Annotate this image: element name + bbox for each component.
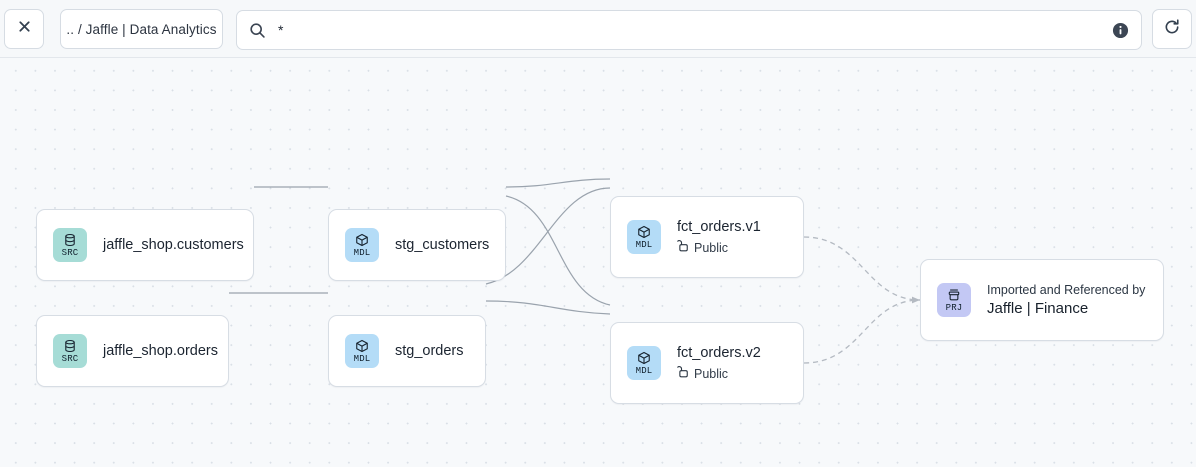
refresh-icon [1163, 18, 1181, 41]
badge-src-label: SRC [61, 353, 79, 364]
badge-mdl: MDL [627, 220, 661, 254]
edge-arrowhead [912, 296, 920, 304]
node-body: Imported and Referenced by Jaffle | Fina… [987, 282, 1145, 319]
edge-fct-v1-prj [803, 236, 921, 301]
badge-mdl: MDL [345, 334, 379, 368]
node-title: Jaffle | Finance [987, 299, 1089, 317]
cube-icon [355, 339, 369, 354]
node-title: stg_customers [395, 237, 490, 253]
node-title: fct_orders.v2 [677, 345, 761, 361]
edge-fct-v2-prj [803, 299, 921, 364]
project-icon [947, 288, 961, 303]
node-title: jaffle_shop.orders [103, 343, 219, 359]
node-fct-orders-v2[interactable]: MDL fct_orders.v2 Public [610, 322, 804, 404]
node-access-label: Public [694, 366, 729, 381]
node-src-orders[interactable]: SRC jaffle_shop.orders [36, 315, 229, 387]
badge-mdl-label: MDL [635, 365, 653, 376]
cube-icon [637, 225, 651, 240]
cube-icon [355, 233, 369, 248]
badge-src: SRC [53, 228, 87, 262]
badge-prj: PRJ [937, 283, 971, 317]
node-src-customers[interactable]: SRC jaffle_shop.customers [36, 209, 254, 281]
node-stg-customers[interactable]: MDL stg_customers [328, 209, 506, 281]
badge-prj-label: PRJ [945, 302, 963, 313]
badge-mdl: MDL [345, 228, 379, 262]
node-body: jaffle_shop.customers [103, 236, 244, 254]
unlock-icon [677, 365, 689, 382]
edge-stg-orders-fct-v2 [485, 300, 611, 315]
breadcrumb-label: .. / Jaffle | Data Analytics [66, 21, 217, 37]
node-stg-orders[interactable]: MDL stg_orders [328, 315, 486, 387]
refresh-button[interactable] [1152, 9, 1192, 49]
node-access: Public [677, 239, 761, 256]
node-body: fct_orders.v1 Public [677, 218, 761, 256]
database-icon [63, 233, 77, 248]
node-body: fct_orders.v2 Public [677, 344, 761, 382]
info-icon[interactable] [1112, 22, 1129, 39]
search-value: * [278, 22, 284, 38]
node-access: Public [677, 365, 761, 382]
search-input[interactable]: * [236, 10, 1142, 50]
database-icon [63, 339, 77, 354]
node-body: stg_orders [395, 342, 464, 360]
node-body: jaffle_shop.orders [103, 342, 218, 360]
close-button[interactable] [4, 9, 44, 49]
badge-mdl-label: MDL [353, 353, 371, 364]
badge-mdl: MDL [627, 346, 661, 380]
badge-src: SRC [53, 334, 87, 368]
edge-stg-customers-fct-v1 [505, 178, 611, 188]
badge-mdl-label: MDL [635, 239, 653, 250]
node-title: jaffle_shop.customers [103, 237, 244, 253]
close-icon [17, 19, 32, 39]
breadcrumb[interactable]: .. / Jaffle | Data Analytics [60, 9, 223, 49]
badge-src-label: SRC [61, 247, 79, 258]
node-body: stg_customers [395, 236, 489, 254]
node-title: fct_orders.v1 [677, 219, 761, 235]
node-title: stg_orders [395, 343, 464, 359]
node-fct-orders-v1[interactable]: MDL fct_orders.v1 Public [610, 196, 804, 278]
edge-layer [229, 178, 921, 364]
node-caption: Imported and Referenced by [987, 282, 1146, 297]
search-icon [249, 22, 266, 39]
node-access-label: Public [694, 240, 729, 255]
toolbar: .. / Jaffle | Data Analytics * [0, 0, 1196, 58]
cube-icon [637, 351, 651, 366]
edge-stg-customers-fct-v2 [505, 195, 611, 306]
badge-mdl-label: MDL [353, 247, 371, 258]
node-prj-jaffle-finance[interactable]: PRJ Imported and Referenced by Jaffle | … [920, 259, 1164, 341]
lineage-canvas[interactable]: SRC jaffle_shop.customers SRC jaffle_sh [0, 58, 1196, 467]
unlock-icon [677, 239, 689, 256]
